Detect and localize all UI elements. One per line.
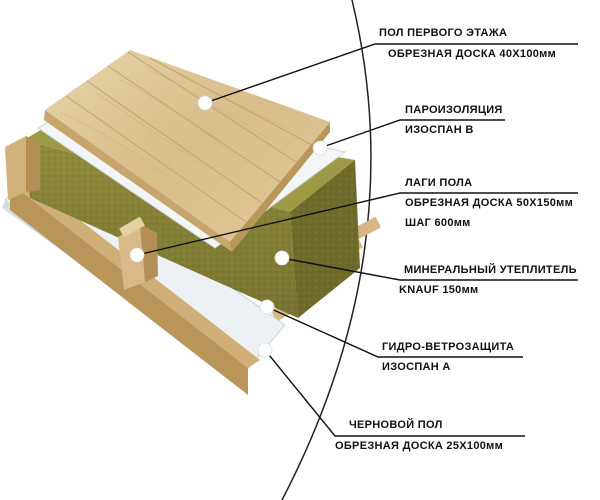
label-membrane-title: ГИДРО-ВЕТРОЗАЩИТА bbox=[382, 341, 514, 353]
label-joists-step: ШАГ 600мм bbox=[405, 217, 471, 229]
label-finish-floor-title: ПОЛ ПЕРВОГО ЭТАЖА bbox=[379, 27, 507, 39]
label-subfloor-title: ЧЕРНОВОЙ ПОЛ bbox=[349, 418, 443, 431]
leader-finish-floor bbox=[204, 43, 578, 104]
floor-joist-front-side bbox=[10, 183, 248, 395]
leader-joists bbox=[136, 192, 578, 256]
leader-lines bbox=[136, 43, 578, 437]
leader-insulation bbox=[281, 257, 578, 281]
label-insulation-spec: KNAUF 150мм bbox=[399, 284, 478, 296]
label-membrane-spec: ИЗОСПАН А bbox=[382, 361, 451, 373]
dome-outline bbox=[281, 0, 372, 500]
leader-vapour-barrier bbox=[319, 119, 505, 149]
finish-floor-boards bbox=[44, 50, 330, 252]
leader-membrane bbox=[266, 306, 523, 358]
label-vapour-barrier-spec: ИЗОСПАН В bbox=[405, 124, 474, 136]
label-subfloor-spec: ОБРЕЗНАЯ ДОСКА 25Х100мм bbox=[335, 440, 503, 452]
label-joists-spec: ОБРЕЗНАЯ ДОСКА 50Х150мм bbox=[405, 197, 573, 209]
label-joists-title: ЛАГИ ПОЛА bbox=[405, 177, 472, 189]
label-insulation-title: МИНЕРАЛЬНЫЙ УТЕПЛИТЕЛЬ bbox=[404, 263, 577, 276]
label-finish-floor-spec: ОБРЕЗНАЯ ДОСКА 40Х100мм bbox=[388, 48, 556, 60]
label-vapour-barrier-title: ПАРОИЗОЛЯЦИЯ bbox=[405, 104, 503, 116]
pointer-dots bbox=[129, 95, 328, 358]
leader-subfloor bbox=[264, 349, 525, 437]
